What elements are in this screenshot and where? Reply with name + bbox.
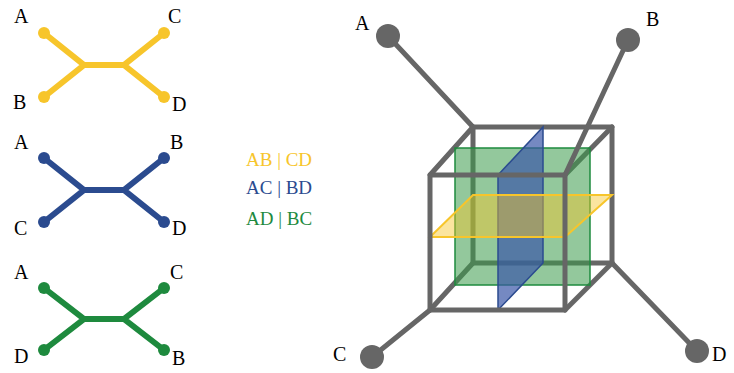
leaf-label: A: [355, 13, 369, 33]
split-legend: AD | BC: [246, 209, 312, 228]
leaf-label: B: [172, 348, 185, 368]
leaf-label: C: [333, 344, 346, 364]
leaf-label: A: [14, 6, 28, 26]
green-tree: [44, 288, 164, 350]
blue-tree: [44, 158, 164, 222]
leaf-label: A: [14, 132, 28, 152]
cube-front: [372, 40, 628, 357]
leaf-label: D: [14, 346, 28, 366]
yellow-tree: [44, 33, 164, 97]
leaf-label: D: [172, 218, 186, 238]
corner-balls: [360, 24, 709, 369]
split-legend: AB | CD: [246, 150, 312, 169]
yellow-plane: [430, 195, 612, 237]
leaf-label: C: [170, 262, 183, 282]
leaf-label: D: [172, 94, 186, 114]
leaf-label: C: [14, 218, 27, 238]
cube-back: [388, 36, 697, 351]
leaf-label: A: [14, 262, 28, 282]
leaf-label: D: [712, 344, 726, 364]
leaf-label: B: [646, 9, 659, 29]
leaf-label: B: [13, 92, 26, 112]
leaf-label: B: [170, 132, 183, 152]
split-legend: AC | BD: [246, 178, 312, 197]
leaf-label: C: [168, 6, 181, 26]
